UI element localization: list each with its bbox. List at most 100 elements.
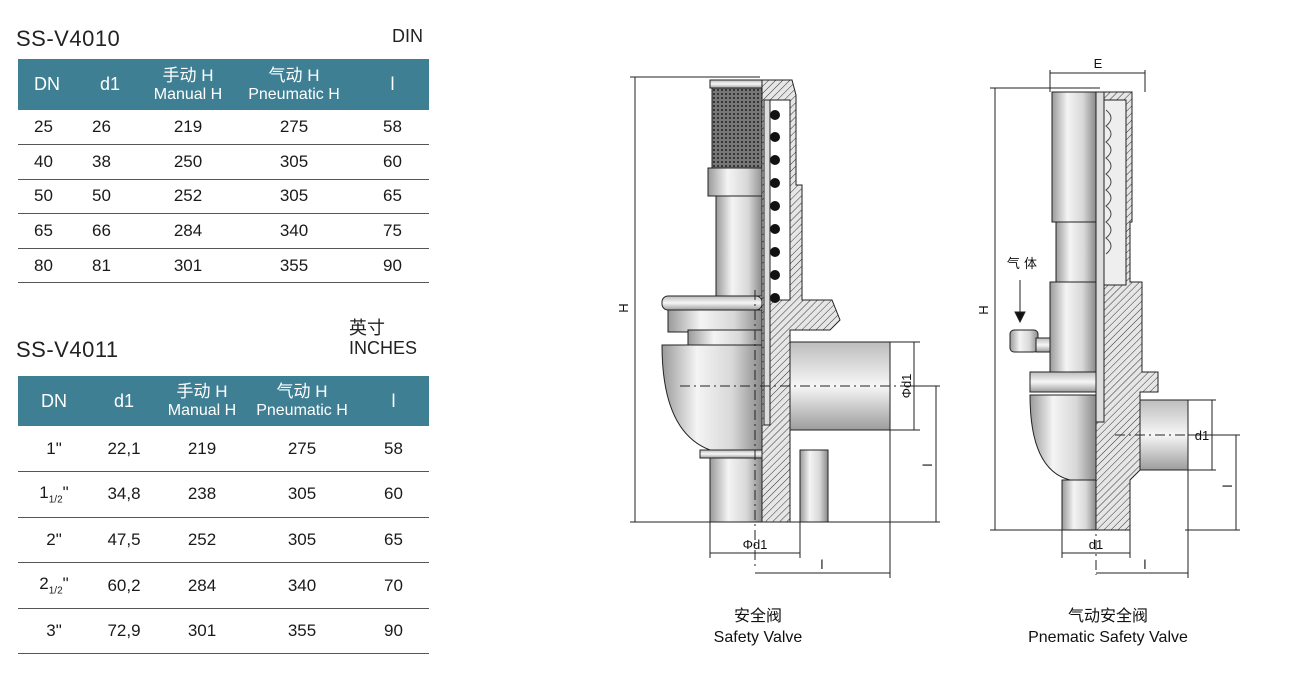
cell-d1: 81 xyxy=(76,248,144,284)
cell-l: 75 xyxy=(356,213,429,249)
table2-header-pneu-en: Pneumatic H xyxy=(256,402,348,419)
cell-l: 90 xyxy=(358,608,429,655)
drawing2-caption: 气动安全阀 Pnematic Safety Valve xyxy=(1010,606,1206,648)
cell-dn: 21/2" xyxy=(18,562,90,609)
cell-manual-h: 250 xyxy=(144,144,232,180)
cell-l: 58 xyxy=(358,426,429,473)
drawing1-caption-en: Safety Valve xyxy=(713,629,803,646)
drawing2-dim-d1-bottom: d1 xyxy=(1089,537,1103,552)
cell-dn-main: 2 xyxy=(39,574,49,594)
cell-dn-main: 3" xyxy=(46,621,62,641)
safety-valve-drawing xyxy=(630,76,940,578)
cell-dn: 40 xyxy=(18,144,76,180)
cell-dn: 11/2" xyxy=(18,471,90,518)
cell-l: 90 xyxy=(356,248,429,284)
cell-pneumatic-h: 305 xyxy=(232,179,356,215)
cell-dn: 80 xyxy=(18,248,76,284)
cell-l: 65 xyxy=(358,517,429,564)
cell-d1: 72,9 xyxy=(90,608,158,655)
cell-l: 65 xyxy=(356,179,429,215)
cell-manual-h: 284 xyxy=(144,213,232,249)
cell-pneumatic-h: 340 xyxy=(232,213,356,249)
drawing1-dim-d1-bottom: Φd1 xyxy=(743,537,768,552)
drawing2-dim-e: E xyxy=(1094,56,1103,71)
drawing1-dim-d1: Φd1 xyxy=(899,374,914,399)
cell-pneumatic-h: 275 xyxy=(246,426,358,473)
table2-standard-cn: 英寸 xyxy=(349,318,385,338)
cell-manual-h: 301 xyxy=(144,248,232,284)
drawing1-caption-cn: 安全阀 xyxy=(733,608,782,625)
table2-header-manual-cn: 手动 H xyxy=(176,382,228,401)
cell-d1: 26 xyxy=(76,110,144,146)
drawing2-gas-label: 气 体 xyxy=(1007,256,1037,272)
table2-header-l: l xyxy=(358,376,429,426)
cell-pneumatic-h: 275 xyxy=(232,110,356,146)
cell-manual-h: 284 xyxy=(158,562,246,609)
table1-header-l: l xyxy=(356,59,429,110)
drawing1-dim-h: H xyxy=(616,303,631,312)
cell-d1: 34,8 xyxy=(90,471,158,518)
cell-dn-fraction: 1/2 xyxy=(48,494,63,506)
cell-manual-h: 219 xyxy=(144,110,232,146)
table2-header-d1: d1 xyxy=(90,376,158,426)
pneumatic-valve-drawing xyxy=(990,70,1240,578)
cell-l: 60 xyxy=(356,144,429,180)
drawing2-dim-l-right: l xyxy=(1220,484,1235,487)
cell-manual-h: 252 xyxy=(144,179,232,215)
cell-dn: 2" xyxy=(18,517,90,564)
cell-dn-main: 1 xyxy=(39,483,49,503)
drawing2-dim-l-bottom: l xyxy=(1144,557,1147,572)
cell-l: 70 xyxy=(358,562,429,609)
cell-d1: 47,5 xyxy=(90,517,158,564)
cell-dn: 1" xyxy=(18,426,90,473)
table1-header-pneu-cn: 气动 H xyxy=(268,65,320,85)
cell-d1: 66 xyxy=(76,213,144,249)
table1-header-d1: d1 xyxy=(76,59,144,110)
table2-standard-en: INCHES xyxy=(349,338,418,358)
table1-header-pneu-en: Pneumatic H xyxy=(248,85,340,103)
drawing1-caption: 安全阀 Safety Valve xyxy=(688,606,828,648)
cell-manual-h: 219 xyxy=(158,426,246,473)
cell-d1: 22,1 xyxy=(90,426,158,473)
drawing2-caption-en: Pnematic Safety Valve xyxy=(1028,629,1188,646)
cell-manual-h: 252 xyxy=(158,517,246,564)
table2-header-manual-en: Manual H xyxy=(167,402,237,419)
table1-header-manual-en: Manual H xyxy=(153,85,223,103)
cell-d1: 38 xyxy=(76,144,144,180)
cell-dn: 3" xyxy=(18,608,90,655)
cell-dn-main: 2" xyxy=(46,529,62,549)
cell-dn-fraction: 1/2 xyxy=(48,585,63,597)
cell-manual-h: 238 xyxy=(158,471,246,518)
drawing2-dim-h: H xyxy=(976,305,991,314)
table2-standard: 英寸 INCHES xyxy=(349,318,417,358)
cell-pneumatic-h: 355 xyxy=(232,248,356,284)
cell-manual-h: 301 xyxy=(158,608,246,655)
cell-dn-tail: " xyxy=(62,574,69,594)
cell-l: 60 xyxy=(358,471,429,518)
drawing2-dim-d1: d1 xyxy=(1195,428,1209,443)
cell-pneumatic-h: 305 xyxy=(246,471,358,518)
table1-standard: DIN xyxy=(392,26,423,46)
cell-pneumatic-h: 340 xyxy=(246,562,358,609)
cell-pneumatic-h: 355 xyxy=(246,608,358,655)
table2-title: SS-V4011 xyxy=(16,337,119,362)
cell-l: 58 xyxy=(356,110,429,146)
cell-dn: 50 xyxy=(18,179,76,215)
table1-title: SS-V4010 xyxy=(16,26,121,51)
